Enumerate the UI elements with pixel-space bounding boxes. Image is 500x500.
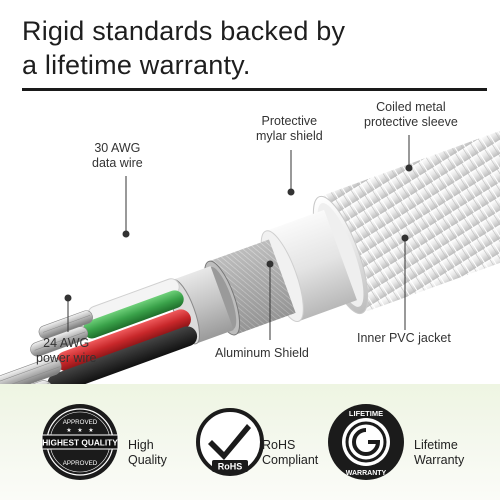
callout-aluminum-shield: Aluminum Shield (215, 346, 309, 361)
badge-lifetime-warranty-label: Lifetime Warranty (414, 438, 464, 468)
callout-power-wire-gauge: 24 AWG (43, 336, 90, 350)
lifetime-warranty-seal-icon: LIFETIME WARRANTY (328, 404, 404, 480)
badge-3-line2: Warranty (414, 453, 465, 467)
callout-aluminum-line1: Aluminum Shield (215, 346, 309, 360)
badge-2-line1: RoHS (262, 438, 296, 452)
badge-rohs-label: RoHS Compliant (262, 438, 318, 468)
svg-text:★: ★ (66, 427, 71, 434)
callout-leaders (64, 135, 413, 340)
seal-1-bottom-text: APPROVED (63, 460, 98, 467)
callout-data-wire-gauge: 30 AWG (94, 141, 141, 155)
badge-high-quality-label: High Quality (128, 438, 167, 468)
callout-pvc-jacket: Inner PVC jacket (357, 331, 451, 346)
callout-data-wire-desc: data wire (92, 156, 143, 170)
callout-mylar-line1: Protective (261, 114, 318, 128)
callout-sleeve-line2: protective sleeve (364, 115, 458, 129)
callout-mylar-line2: mylar shield (256, 129, 323, 143)
callout-coiled-sleeve: Coiled metal protective sleeve (364, 100, 458, 130)
exposed-strands (0, 310, 93, 385)
high-quality-seal-icon: HIGHEST QUALITY APPROVED APPROVED ★ ★ ★ (41, 404, 119, 480)
callout-power-wire-desc: power wire (36, 351, 97, 365)
headline-line-2: a lifetime warranty. (22, 50, 251, 80)
badge-1-line2: Quality (128, 453, 167, 467)
callout-pvc-line1: Inner PVC jacket (357, 331, 451, 345)
callout-mylar-shield: Protective mylar shield (256, 114, 323, 144)
svg-text:★: ★ (88, 427, 93, 434)
badge-3-line1: Lifetime (414, 438, 458, 452)
certification-footer: HIGHEST QUALITY APPROVED APPROVED ★ ★ ★ … (0, 384, 500, 500)
callout-sleeve-line1: Coiled metal (376, 100, 446, 114)
seal-2-text: RoHS (218, 462, 243, 472)
inner-conductors (47, 278, 198, 385)
seal-3-bottom-text: WARRANTY (346, 470, 387, 477)
seal-3-top-text: LIFETIME (349, 409, 383, 418)
callout-data-wire: 30 AWG data wire (92, 141, 143, 171)
headline-divider (22, 88, 487, 91)
badge-1-line1: High (128, 438, 154, 452)
rohs-check-icon: RoHS (196, 408, 264, 476)
badge-2-line2: Compliant (262, 453, 319, 467)
seal-1-mid-text: HIGHEST QUALITY (42, 438, 118, 448)
callout-power-wire: 24 AWG power wire (36, 336, 96, 366)
seal-1-top-text: APPROVED (63, 419, 98, 426)
cable-cross-section-illustration (0, 110, 500, 385)
headline-line-1: Rigid standards backed by (22, 16, 346, 46)
svg-text:★: ★ (77, 427, 82, 434)
